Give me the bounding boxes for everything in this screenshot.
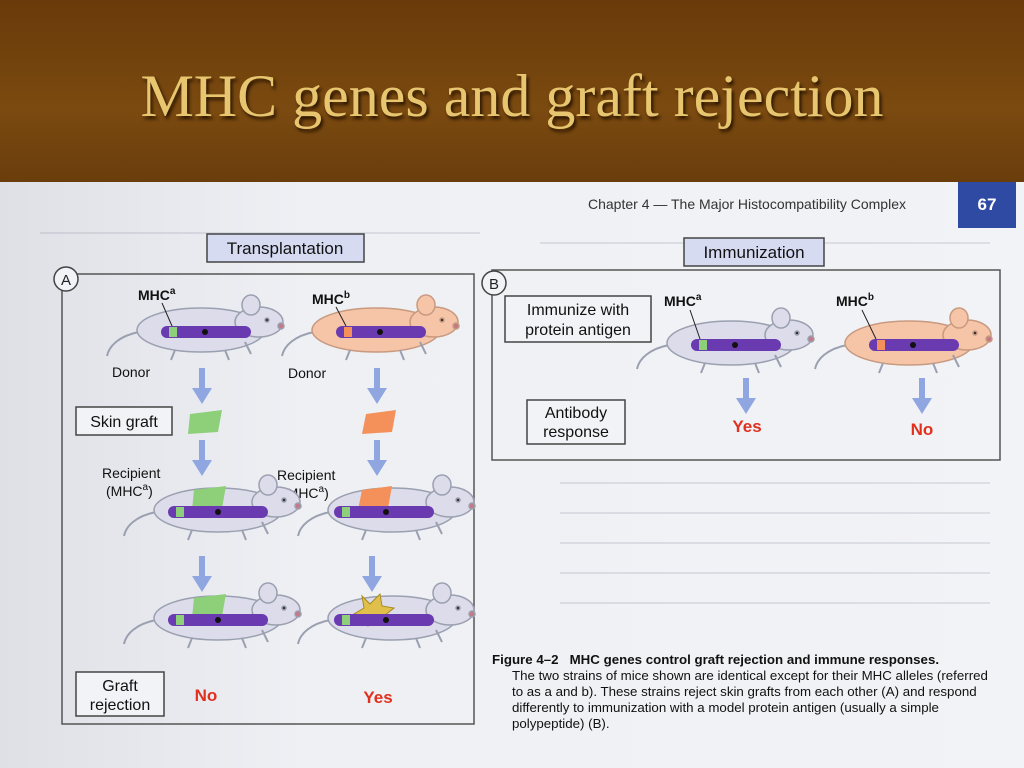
- recipient-mouse-right: [297, 474, 476, 541]
- textbook-page: Chapter 4 — The Major Histocompatibility…: [0, 182, 1024, 768]
- immunized-mouse-right: [814, 307, 993, 374]
- antibody-line1: Antibody: [545, 405, 607, 422]
- panel-b-frame: [491, 269, 1001, 461]
- figure-caption: Figure 4–2 MHC genes control graft rejec…: [492, 652, 1002, 732]
- title-banner: MHC genes and graft rejection: [0, 0, 1024, 182]
- skin-graft-box: [75, 406, 173, 436]
- caption-title: MHC genes control graft rejection and im…: [569, 652, 940, 667]
- graft-patch-orange: [362, 410, 396, 434]
- panel-a-letter-badge: A: [53, 266, 79, 292]
- graft-rejection-line2: rejection: [90, 697, 150, 714]
- background-text-line: [560, 482, 990, 484]
- immunization-box: [683, 237, 825, 267]
- donor-mouse-left: [106, 294, 285, 361]
- donor-label-right: Donor: [288, 365, 326, 381]
- caption-body: The two strains of mice shown are identi…: [512, 668, 988, 731]
- mhc-b-pointer-left: [335, 306, 347, 327]
- transplantation-heading: Transplantation: [227, 239, 344, 258]
- recipient-label-left: Recipient: [102, 465, 160, 481]
- arrow-down-icon: [192, 440, 212, 476]
- graft-patch-green: [188, 410, 222, 434]
- result-yes-transplant: Yes: [363, 688, 392, 707]
- arrow-down-icon: [362, 556, 382, 592]
- arrow-down-icon: [192, 368, 212, 404]
- chapter-header: Chapter 4 — The Major Histocompatibility…: [588, 196, 906, 212]
- background-text-line: [560, 512, 990, 514]
- result-no-transplant: No: [195, 686, 218, 705]
- recipient-label-right: Recipient: [277, 467, 335, 483]
- mhc-a-label-left: MHCa: [138, 286, 176, 303]
- arrow-down-icon: [192, 556, 212, 592]
- donor-mouse-right: [281, 294, 460, 361]
- mhc-b-label-left: MHCb: [312, 290, 350, 307]
- transplantation-box: [206, 233, 365, 263]
- skin-graft-label: Skin graft: [90, 414, 158, 431]
- panel-a-letter: A: [61, 272, 71, 289]
- outcome-mouse-right: [297, 582, 476, 649]
- caption-heading: Figure 4–2 MHC genes control graft rejec…: [492, 652, 1002, 668]
- arrow-down-icon: [912, 378, 932, 414]
- result-yes-immunization: Yes: [732, 417, 761, 436]
- caption-label: Figure 4–2: [492, 652, 559, 667]
- figure-diagram: A Transplantation MHCa MHCb Donor Donor …: [53, 233, 1001, 725]
- immunize-box: [504, 295, 652, 343]
- recipient-mhc-left: (MHCa): [106, 482, 153, 499]
- panel-b-letter-badge: B: [481, 270, 507, 296]
- result-no-immunization: No: [911, 420, 934, 439]
- background-text-line: [560, 542, 990, 544]
- panel-b-letter: B: [489, 276, 499, 293]
- mhc-a-label-b: MHCa: [664, 292, 702, 309]
- graft-rejection-box: [75, 671, 165, 717]
- mhc-a-pointer-left: [161, 302, 173, 327]
- immunize-line2: protein antigen: [525, 322, 631, 339]
- donor-label-left: Donor: [112, 364, 150, 380]
- background-text-line: [560, 602, 990, 604]
- page-number: 67: [958, 182, 1016, 228]
- slide-title: MHC genes and graft rejection: [140, 63, 884, 129]
- mhc-b-label-b: MHCb: [836, 292, 874, 309]
- arrow-down-icon: [736, 378, 756, 414]
- background-text-line: [40, 232, 480, 234]
- mhc-a-pointer-b: [689, 309, 701, 340]
- background-text-line: [560, 572, 990, 574]
- outcome-mouse-left: [123, 582, 302, 649]
- recipient-mouse-left: [123, 474, 302, 541]
- antibody-line2: response: [543, 424, 609, 441]
- graft-rejection-line1: Graft: [102, 678, 138, 695]
- immunize-line1: Immunize with: [527, 302, 629, 319]
- immunized-mouse-left: [636, 307, 815, 374]
- antibody-response-box: [526, 399, 626, 445]
- arrow-down-icon: [367, 368, 387, 404]
- arrow-down-icon: [367, 440, 387, 476]
- mhc-b-pointer-b: [861, 309, 877, 340]
- immunization-heading: Immunization: [703, 243, 804, 262]
